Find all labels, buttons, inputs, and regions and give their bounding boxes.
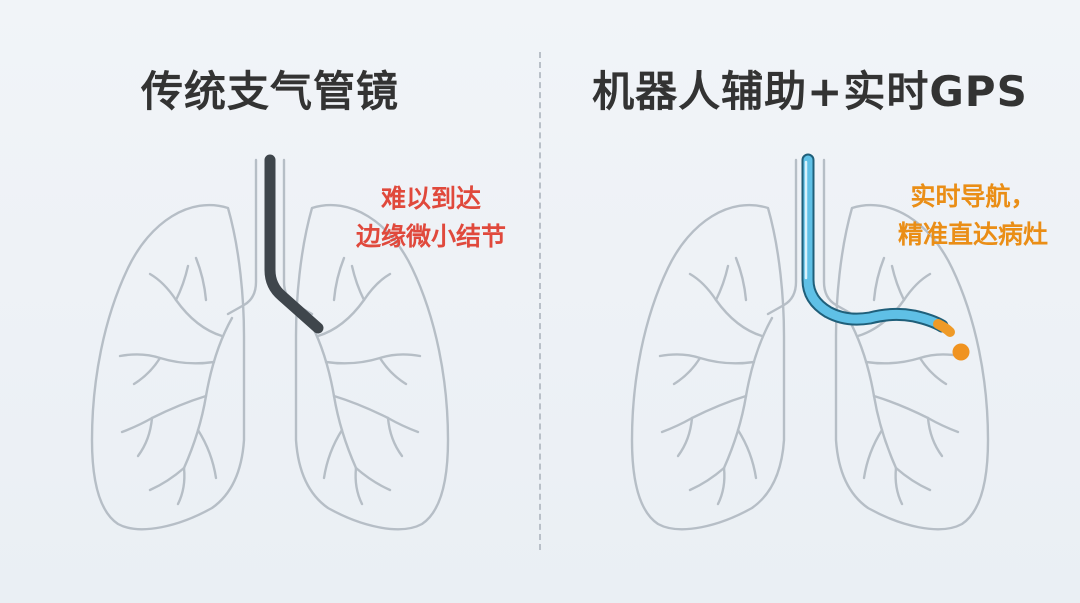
- traditional-bronchoscopy-title: 传统支气管镜: [140, 67, 399, 116]
- target-nodule: [952, 343, 970, 361]
- right-bronchi: [306, 316, 358, 470]
- robotic-annotation: 实时导航， 精准直达病灶: [868, 178, 1078, 254]
- left-lung-outline: [90, 203, 246, 531]
- panel-divider: [539, 52, 541, 550]
- robotic-annotation-line2: 精准直达病灶: [897, 220, 1048, 249]
- robotic-gps-panel: 机器人辅助+实时GPS: [540, 0, 1080, 603]
- robotic-gps-title: 机器人辅助+实时GPS: [592, 67, 1028, 116]
- right-bronchi: [846, 316, 898, 470]
- left-bronchi: [182, 316, 234, 470]
- traditional-bronchoscopy-panel: 传统支气管镜: [90, 67, 536, 531]
- robotic-lungs-diagram: [630, 153, 990, 531]
- robotic-annotation-line1: 实时导航，: [910, 182, 1036, 211]
- left-lung-outline: [630, 203, 786, 531]
- traditional-annotation-line2: 边缘微小结节: [355, 222, 506, 251]
- robotic-scope: [803, 155, 947, 331]
- traditional-annotation: 难以到达 边缘微小结节: [326, 180, 536, 256]
- traditional-annotation-line1: 难以到达: [380, 184, 481, 213]
- traditional-lungs-diagram: [90, 154, 450, 531]
- right-lung-outline: [834, 203, 990, 531]
- left-bronchi: [722, 316, 774, 470]
- robotic-scope-tip: [933, 319, 955, 337]
- traditional-scope: [264, 154, 324, 334]
- right-lung-outline: [294, 203, 450, 531]
